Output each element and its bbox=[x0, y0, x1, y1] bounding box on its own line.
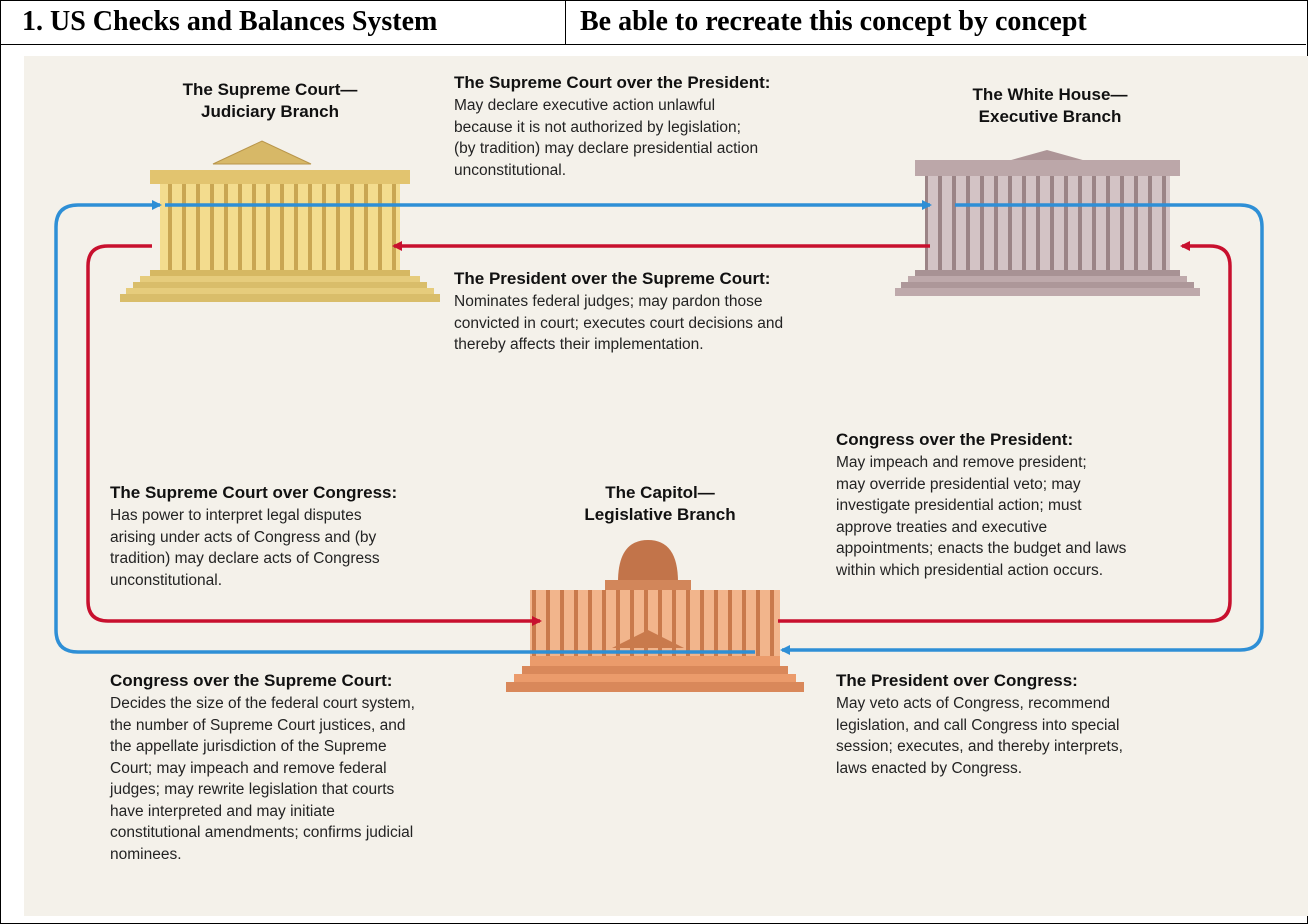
check-title: Congress over the Supreme Court: bbox=[110, 671, 393, 690]
check-line: laws enacted by Congress. bbox=[836, 759, 1023, 777]
label-judiciary-branch: The Supreme Court— Judiciary Branch bbox=[130, 79, 410, 123]
check-line: Has power to interpret legal disputes bbox=[110, 507, 362, 524]
check-line: session; executes, and thereby interpret… bbox=[836, 738, 1123, 755]
check-line: May veto acts of Congress, recommend bbox=[836, 695, 1110, 712]
label-legislative-branch: The Capitol— Legislative Branch bbox=[540, 482, 780, 526]
check-court-over-president: The Supreme Court over the President: Ma… bbox=[454, 72, 894, 181]
check-title: The President over Congress: bbox=[836, 671, 1078, 690]
blue-arrow-capitol-to-court bbox=[54, 200, 755, 654]
check-line: approve treaties and executive bbox=[836, 518, 1048, 536]
legislative-line-1: The Capitol— bbox=[605, 483, 715, 502]
check-line: nominees. bbox=[110, 845, 182, 863]
supreme-court-building-icon bbox=[120, 140, 440, 302]
check-line: arising under acts of Congress and (by bbox=[110, 528, 377, 546]
check-title: The Supreme Court over Congress: bbox=[110, 483, 398, 502]
check-line: appointments; enacts the budget and laws bbox=[836, 540, 1127, 557]
header-title: 1. US Checks and Balances System bbox=[22, 6, 438, 37]
check-title: The Supreme Court over the President: bbox=[454, 73, 771, 92]
check-line: Decides the size of the federal court sy… bbox=[110, 695, 415, 712]
check-line: unconstitutional. bbox=[454, 161, 567, 179]
executive-line-1: The White House— bbox=[972, 85, 1128, 104]
capitol-building-icon bbox=[506, 540, 804, 692]
check-line: have interpreted and may initiate bbox=[110, 802, 335, 820]
blue-arrow-white-house-to-capitol bbox=[780, 203, 1264, 655]
check-line: thereby affects their implementation. bbox=[454, 336, 704, 353]
check-line: May declare executive action unlawful bbox=[454, 97, 716, 114]
red-arrow-court-to-capitol bbox=[86, 244, 542, 626]
white-house-building-icon bbox=[895, 150, 1200, 296]
check-line: constitutional amendments; confirms judi… bbox=[110, 824, 414, 841]
label-executive-branch: The White House— Executive Branch bbox=[905, 84, 1195, 128]
check-line: May impeach and remove president; bbox=[836, 454, 1087, 471]
check-congress-over-president: Congress over the President: May impeach… bbox=[836, 429, 1236, 581]
header-instruction: Be able to recreate this concept by conc… bbox=[580, 6, 1087, 37]
check-line: investigate presidential action; must bbox=[836, 497, 1082, 514]
check-line: the appellate jurisdiction of the Suprem… bbox=[110, 738, 387, 755]
check-line: judges; may rewrite legislation that cou… bbox=[110, 781, 395, 798]
check-line: unconstitutional. bbox=[110, 571, 223, 589]
header-divider bbox=[565, 0, 566, 44]
check-line: legislation, and call Congress into spec… bbox=[836, 716, 1120, 734]
check-line: within which presidential action occurs. bbox=[836, 561, 1104, 579]
check-line: Court; may impeach and remove federal bbox=[110, 759, 387, 777]
red-arrow-capitol-to-white-house bbox=[778, 241, 1232, 623]
check-line: because it is not authorized by legislat… bbox=[454, 118, 741, 136]
check-title: The President over the Supreme Court: bbox=[454, 269, 771, 288]
check-court-over-congress: The Supreme Court over Congress: Has pow… bbox=[110, 482, 510, 591]
check-line: Nominates federal judges; may pardon tho… bbox=[454, 293, 763, 310]
check-president-over-court: The President over the Supreme Court: No… bbox=[454, 268, 914, 356]
check-president-over-congress: The President over Congress: May veto ac… bbox=[836, 670, 1236, 779]
check-title: Congress over the President: bbox=[836, 430, 1074, 449]
check-line: tradition) may declare acts of Congress bbox=[110, 550, 380, 567]
check-line: convicted in court; executes court decis… bbox=[454, 314, 784, 332]
executive-line-2: Executive Branch bbox=[978, 107, 1122, 126]
judiciary-line-2: Judiciary Branch bbox=[201, 102, 339, 121]
check-congress-over-court: Congress over the Supreme Court: Decides… bbox=[110, 670, 520, 865]
check-line: may override presidential veto; may bbox=[836, 475, 1081, 493]
judiciary-line-1: The Supreme Court— bbox=[182, 80, 358, 99]
header-rule bbox=[0, 44, 1306, 45]
legislative-line-2: Legislative Branch bbox=[584, 505, 736, 524]
check-line: the number of Supreme Court justices, an… bbox=[110, 716, 406, 734]
check-line: (by tradition) may declare presidential … bbox=[454, 140, 759, 157]
